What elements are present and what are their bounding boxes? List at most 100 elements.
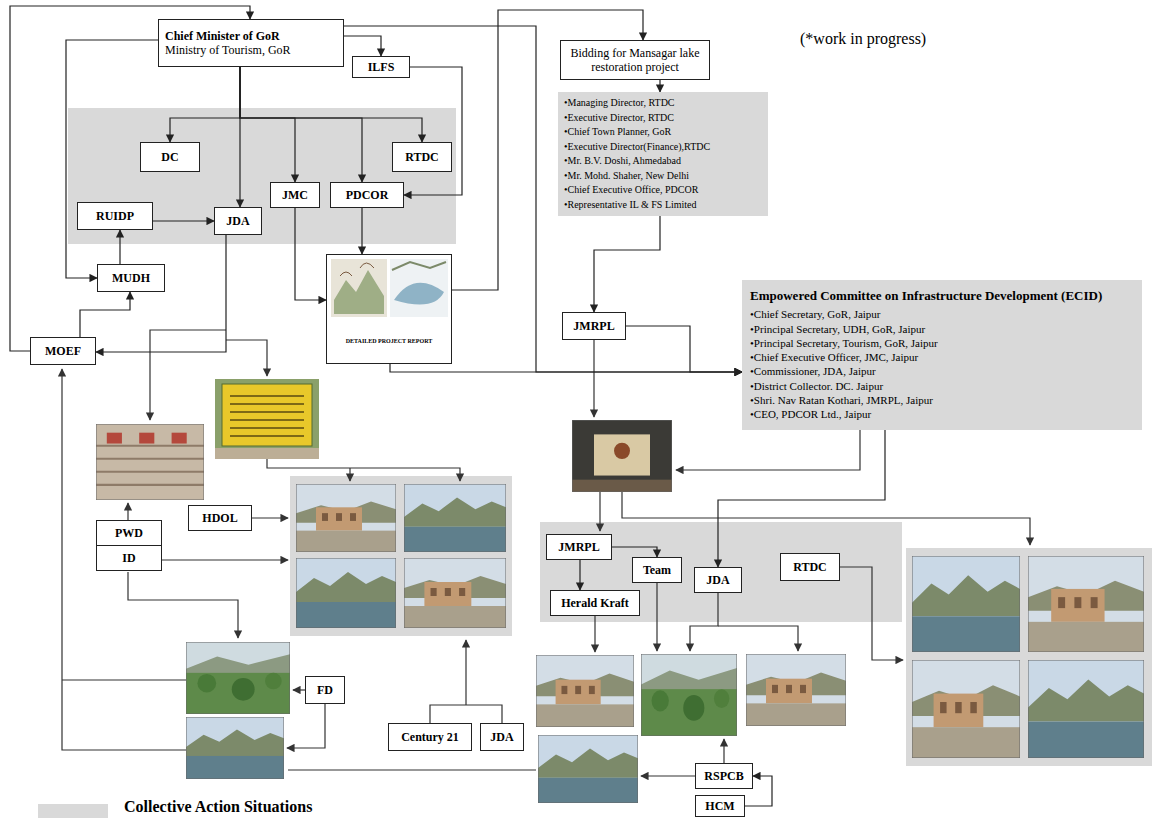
photo xyxy=(186,642,290,714)
org-box: RUIDP xyxy=(77,202,153,230)
photo xyxy=(572,420,672,492)
list-item: •Managing Director, RTDC xyxy=(564,96,675,111)
box-label: Century 21 xyxy=(401,730,459,744)
org-box: ID xyxy=(96,545,162,571)
list-item: •CEO, PDCOR Ltd., Jaipur xyxy=(750,407,871,421)
connector xyxy=(240,67,295,182)
org-box: PDCOR xyxy=(330,182,404,208)
box-label: DC xyxy=(161,150,178,164)
legend-swatch xyxy=(38,804,108,818)
org-box: JDA xyxy=(480,723,524,751)
box-label: PWD xyxy=(115,526,143,540)
org-box: Bidding for Mansagar lake restoration pr… xyxy=(560,40,710,80)
connector xyxy=(659,80,660,92)
box-label: HDOL xyxy=(202,511,237,525)
box-label: PDCOR xyxy=(346,188,389,202)
photo xyxy=(404,558,506,628)
photo xyxy=(912,556,1020,652)
picture-links xyxy=(62,330,1030,776)
list-item: •Principal Secretary, UDH, GoR, Jaipur xyxy=(750,322,925,336)
collective-band xyxy=(906,548,1152,766)
photo xyxy=(1028,556,1144,652)
list-item: •Chief Secretary, GoR, Jaipur xyxy=(750,307,881,321)
list-item: •Chief Executive Officer, JMC, Jaipur xyxy=(750,350,918,364)
connector xyxy=(295,208,326,300)
box-label: JMRPL xyxy=(573,319,614,333)
box-label: RUIDP xyxy=(96,209,134,223)
list-item: •Executive Director, RTDC xyxy=(564,111,674,126)
box-label: RTDC xyxy=(405,150,439,164)
box-label: ILFS xyxy=(368,60,395,74)
list-item: •Shri. Nav Ratan Kothari, JMRPL, Jaipur xyxy=(750,393,933,407)
org-box: JMRPL xyxy=(562,312,626,340)
photo xyxy=(912,660,1020,758)
list-item: •Principal Secretary, Tourism, GoR, Jaip… xyxy=(750,336,938,350)
org-box: Team xyxy=(632,557,682,583)
box-label: FD xyxy=(317,683,333,697)
photo xyxy=(404,484,506,552)
box-label: Chief Minister of GoR xyxy=(165,29,280,43)
connector xyxy=(119,230,120,264)
box-label: JDA xyxy=(490,730,513,744)
list-item: •Mr. B.V. Doshi, Ahmedabad xyxy=(564,154,681,169)
connector xyxy=(361,208,362,254)
box-label: RTDC xyxy=(793,560,827,574)
org-box: RTDC xyxy=(392,142,452,172)
box-label: Ministry of Tourism, GoR xyxy=(165,43,291,57)
report-cover xyxy=(326,254,452,364)
connector xyxy=(153,220,214,221)
connector xyxy=(344,36,381,56)
connector xyxy=(96,235,226,352)
connector xyxy=(718,430,885,567)
photo xyxy=(96,424,204,500)
photo xyxy=(296,558,396,628)
box-label: Herald Kraft xyxy=(561,596,629,610)
org-box: HDOL xyxy=(188,505,252,531)
photo xyxy=(296,484,396,552)
box-label: Bidding for Mansagar lake restoration pr… xyxy=(567,46,703,75)
list-item: •Representative IL & FS Limited xyxy=(564,198,697,213)
photo xyxy=(186,717,284,779)
box-label: JMRPL xyxy=(558,540,599,554)
collective-band xyxy=(68,108,456,244)
collective-band xyxy=(540,522,902,622)
org-box: FD xyxy=(305,676,345,704)
committee-panel: Empowered Committee on Infrastructure De… xyxy=(742,280,1142,430)
project-signboard xyxy=(215,379,319,459)
box-label: HCM xyxy=(705,799,734,813)
photo xyxy=(746,654,846,726)
connector xyxy=(390,364,742,372)
org-box: Herald Kraft xyxy=(550,590,640,616)
box-label: JDA xyxy=(706,573,729,587)
connector xyxy=(579,560,580,590)
org-box: JMC xyxy=(270,182,320,208)
org-box: PWD xyxy=(96,520,162,546)
list-item: •District Collector. DC. Jaipur xyxy=(750,379,883,393)
photo xyxy=(538,735,638,803)
box-label: MUDH xyxy=(112,271,150,285)
connector xyxy=(612,547,657,557)
legend-label: Collective Action Situations xyxy=(124,798,312,816)
connector xyxy=(239,67,240,207)
list-item: •Mr. Mohd. Shaher, New Delhi xyxy=(564,169,689,184)
box-label: MOEF xyxy=(45,344,81,358)
connector xyxy=(404,67,462,195)
box-label: JDA xyxy=(226,214,249,228)
report-sketch xyxy=(331,259,448,317)
report-cover-box: DETAILED PROJECT REPORT xyxy=(326,254,452,364)
org-box: JDA xyxy=(214,207,262,235)
committee-panel: •Managing Director, RTDC•Executive Direc… xyxy=(558,92,768,216)
panel-heading: Empowered Committee on Infrastructure De… xyxy=(750,288,1102,305)
list-item: •Chief Town Planner, GoR xyxy=(564,125,671,140)
list-item: •Executive Director(Finance),RTDC xyxy=(564,140,710,155)
org-box: MUDH xyxy=(97,264,165,292)
box-label: DETAILED PROJECT REPORT xyxy=(346,338,433,345)
box-label: JMC xyxy=(282,188,308,202)
org-box: MOEF xyxy=(30,337,96,365)
org-box: JMRPL xyxy=(546,534,612,560)
connector xyxy=(594,216,660,312)
connector xyxy=(626,326,742,372)
photo xyxy=(1028,660,1144,758)
photo xyxy=(641,654,737,736)
box-label: RSPCB xyxy=(704,769,743,783)
